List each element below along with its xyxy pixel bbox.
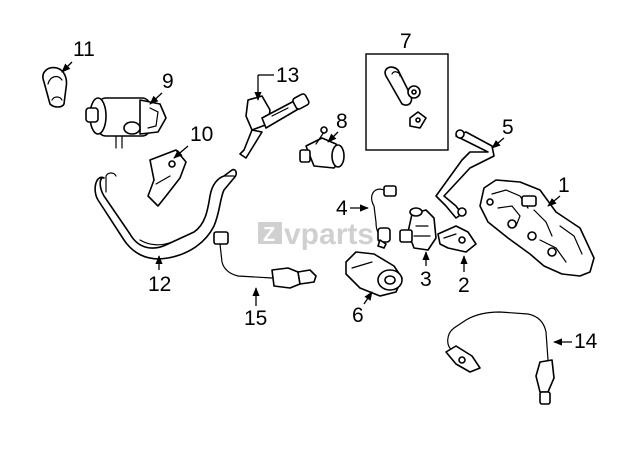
part-14-oxygen-sensor[interactable]	[445, 311, 555, 405]
callout-6-label: 6	[352, 304, 364, 327]
part-4-sensor[interactable]	[371, 185, 397, 249]
callout-1-label: 1	[558, 174, 570, 197]
part-12-hose[interactable]	[94, 168, 237, 260]
callout-2-label: 2	[458, 274, 470, 297]
part-10-bracket[interactable]	[147, 149, 187, 207]
part-9-purge-valve[interactable]	[85, 97, 167, 149]
callout-15: 15	[244, 287, 267, 330]
part-13-injector[interactable]	[239, 93, 310, 159]
part-2-bracket[interactable]	[437, 225, 477, 253]
part-7-kit-box[interactable]	[365, 53, 449, 151]
callout-9-label: 9	[162, 70, 174, 93]
callout-12: 12	[148, 255, 171, 296]
callout-8: 8	[327, 110, 348, 143]
callout-3-label: 3	[420, 268, 432, 291]
callout-10: 10	[173, 123, 213, 159]
callout-8-label: 8	[336, 110, 348, 133]
callout-4: 4	[336, 197, 369, 220]
callout-5: 5	[491, 116, 514, 149]
part-3-valve[interactable]	[399, 207, 437, 251]
callout-10-label: 10	[190, 123, 213, 146]
callout-6: 6	[352, 291, 373, 327]
part-1-housing[interactable]	[479, 179, 595, 277]
callout-4-label: 4	[336, 197, 348, 220]
callout-9: 9	[149, 70, 174, 105]
callout-7-label: 7	[400, 30, 412, 53]
callout-2: 2	[458, 255, 470, 297]
callout-13-label: 13	[276, 64, 299, 87]
callout-3: 3	[420, 251, 432, 291]
callout-1: 1	[547, 174, 570, 207]
callout-15-label: 15	[244, 307, 267, 330]
watermark: Z vparts	[258, 218, 374, 251]
part-11-hose-clip[interactable]	[42, 66, 68, 108]
callout-13: 13	[254, 64, 299, 101]
part-5-pipe[interactable]	[435, 129, 495, 219]
part-8-solenoid-valve[interactable]	[299, 126, 345, 169]
callout-14-label: 14	[574, 330, 598, 353]
callout-11-label: 11	[73, 38, 95, 61]
callout-11: 11	[61, 38, 95, 73]
callout-7: 7	[400, 30, 412, 53]
callout-12-label: 12	[148, 273, 171, 296]
callout-5-label: 5	[502, 116, 514, 139]
part-15-oxygen-sensor[interactable]	[213, 231, 317, 289]
part-6-pump[interactable]	[345, 251, 403, 297]
callout-14: 14	[553, 330, 598, 353]
watermark-logo-mark: Z	[263, 224, 275, 246]
watermark-text: vparts	[284, 218, 374, 251]
